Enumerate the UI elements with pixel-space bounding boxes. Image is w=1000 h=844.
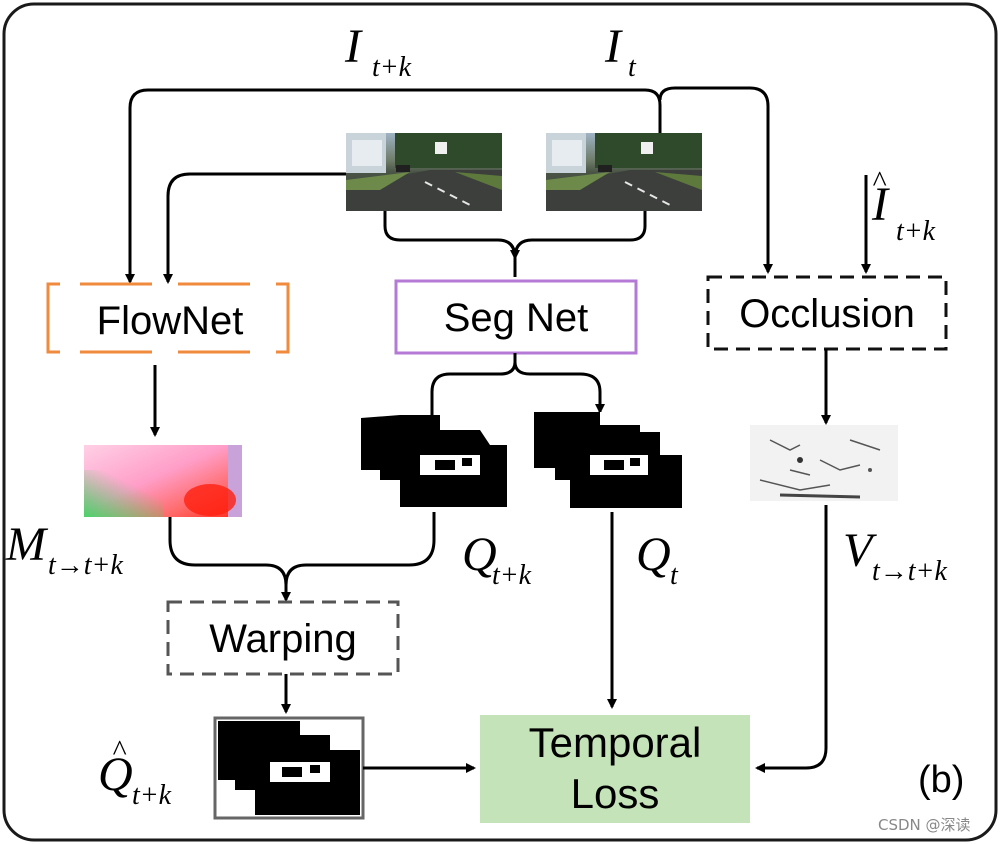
arrow-loop-to-occlusion	[658, 86, 773, 274]
watermark: CSDN @深读	[878, 816, 971, 834]
svg-text:^: ^	[872, 165, 887, 198]
svg-text:Temporal: Temporal	[529, 719, 702, 766]
svg-text:Q: Q	[462, 528, 497, 581]
temporal-loss-box: Temporal Loss	[480, 715, 750, 823]
seg-current-image	[534, 412, 682, 508]
svg-text:t→t+k: t→t+k	[48, 550, 123, 581]
visibility-image	[750, 425, 898, 501]
arrow-visibility-to-loss	[755, 505, 828, 773]
warping-box: Warping	[166, 600, 400, 676]
flow-image	[84, 445, 242, 517]
svg-text:I: I	[604, 20, 623, 73]
svg-text:Seg Net: Seg Net	[444, 296, 589, 340]
frame-current-image	[546, 133, 702, 211]
svg-text:M: M	[5, 518, 49, 571]
svg-text:t: t	[628, 52, 637, 83]
seg-next-image	[361, 415, 507, 507]
frame-next-label: I t+k	[344, 20, 412, 83]
frame-current-label: I t	[604, 20, 637, 83]
seg-current-label: Q t	[636, 528, 679, 591]
arrow-segnet-to-segs	[430, 353, 600, 415]
svg-text:Warping: Warping	[209, 617, 356, 661]
svg-text:t: t	[670, 560, 679, 591]
svg-text:Loss: Loss	[571, 770, 660, 817]
arrow-frames-to-segnet	[383, 211, 647, 277]
frame-hat-label: I ^ t+k	[871, 165, 936, 247]
svg-text:Q: Q	[98, 748, 133, 801]
segnet-box: Seg Net	[394, 279, 638, 355]
svg-text:Q: Q	[636, 528, 671, 581]
svg-text:^: ^	[112, 734, 127, 767]
warped-label: Q ^ t+k	[98, 734, 172, 811]
arrow-seg-next-to-warping	[284, 512, 436, 586]
panel-tag: (b)	[918, 759, 964, 801]
flownet-box: FlowNet	[46, 282, 290, 354]
svg-text:t+k: t+k	[492, 560, 532, 591]
occlusion-box: Occlusion	[706, 275, 948, 351]
seg-next-label: Q t+k	[462, 528, 532, 591]
warped-seg-image	[213, 716, 365, 820]
svg-text:t+k: t+k	[896, 216, 936, 247]
svg-text:I: I	[871, 178, 890, 231]
flow-label: M t→t+k	[5, 518, 123, 581]
svg-text:t→t+k: t→t+k	[872, 556, 947, 587]
frame-next-image	[346, 133, 502, 211]
svg-text:t+k: t+k	[372, 52, 412, 83]
arrow-frame-next-to-flownet	[163, 172, 346, 284]
arrow-flow-to-warping	[168, 517, 291, 602]
svg-text:V: V	[843, 524, 877, 577]
svg-text:Occlusion: Occlusion	[739, 292, 915, 336]
visibility-label: V t→t+k	[843, 524, 947, 587]
svg-text:FlowNet: FlowNet	[97, 299, 244, 343]
svg-text:I: I	[344, 20, 363, 73]
svg-text:t+k: t+k	[132, 780, 172, 811]
